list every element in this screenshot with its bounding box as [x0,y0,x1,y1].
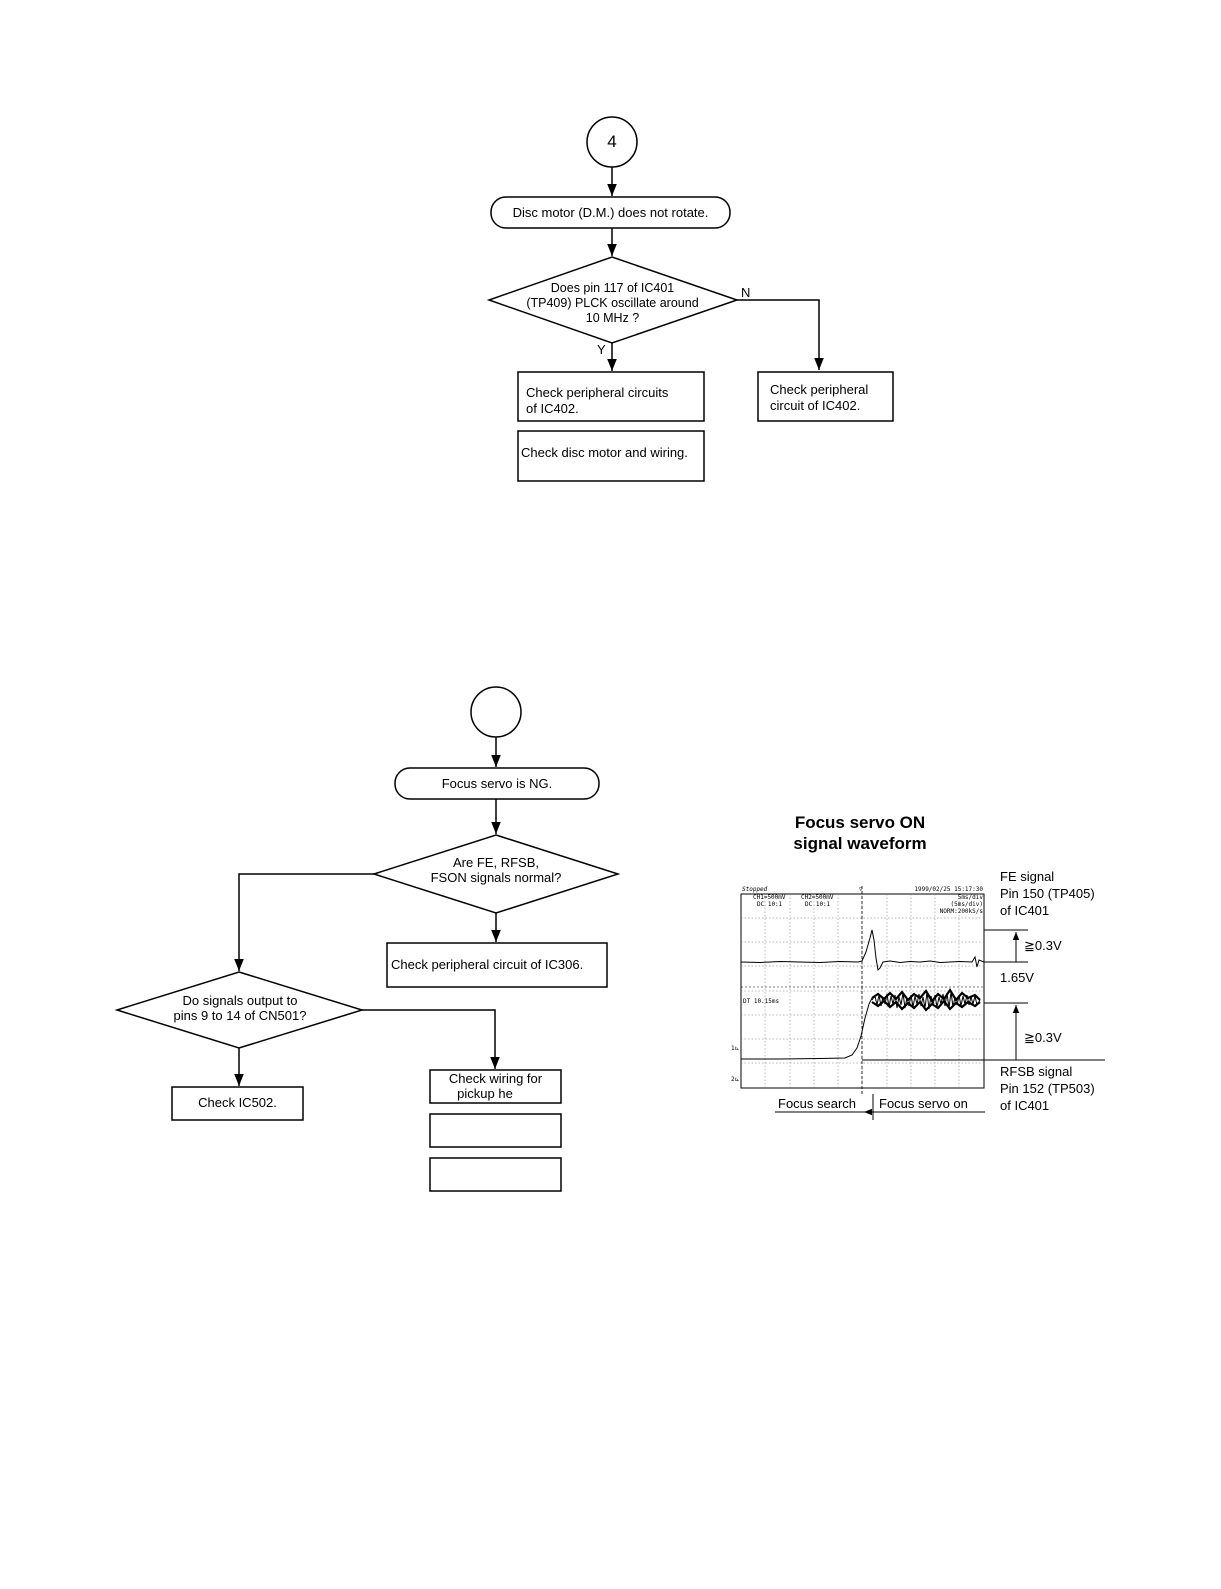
waveform-annotations [775,929,1105,1120]
fe-label-line-2: Pin 150 (TP405) [1000,886,1095,901]
top-start-terminal [490,196,731,229]
bottom-empty-box-1 [429,1113,562,1148]
scope-ch2-line1: CH2=500mV [801,894,834,901]
waveform-title-line-2: signal waveform [793,834,927,853]
bottom-connector-circle [470,686,522,738]
top-connector-label: 4 [607,132,617,151]
bottom-wiring-box-line-1: Check wiring for [448,1071,543,1086]
top-no-label: N [741,285,751,300]
scope-ch2-line2: DC 10:1 [805,901,831,908]
bottom-decision-1-left-path [234,873,374,971]
top-start-text: Disc motor (D.M.) does not rotate. [512,205,709,220]
rfsb-label-line-2: Pin 152 (TP503) [1000,1081,1095,1096]
bottom-start-terminal [394,767,600,800]
fe-label-line-3: of IC401 [1000,903,1050,918]
bottom-decision-1-line-1: Are FE, RFSB, [453,855,539,870]
top-yes-label: Y [597,342,606,357]
top-yes-box-2-text: Check disc motor and wiring. [521,445,688,460]
scope-timebase-2: (5ms/div) [950,901,983,908]
scope-trigger-marker: ▽ [859,886,863,893]
waveform-title-line-1: Focus servo ON [794,813,926,832]
phase-label-focus-servo-on: Focus servo on [879,1096,968,1111]
phase-label-focus-search: Focus search [778,1096,857,1111]
fe-trace [740,929,985,972]
fe-label-line-1: FE signal [1000,869,1055,884]
bottom-start-text: Focus servo is NG. [441,776,553,791]
scope-dt-readout: DT 10.15ms [743,998,780,1005]
rfsb-label-line-1: RFSB signal [1000,1064,1073,1079]
top-no-path [737,299,824,370]
scope-datetime: 1999/02/25 15:17:30 [914,886,983,893]
top-yes-box-1-line-2: of IC402. [526,401,579,416]
rfsb-noise-fill [871,991,981,1010]
rfsb-label-line-3: of IC401 [1000,1098,1050,1113]
top-decision-line-3: 10 MHz ? [585,311,640,325]
scope-ch1-marker: 1⊾ [731,1045,740,1052]
top-no-box-line-1: Check peripheral [770,382,869,397]
bottom-wiring-box-line-2: pickup he [457,1086,513,1101]
scope-timebase-1: 5ms/div [958,894,984,901]
rfsb-noise-upper [871,987,981,1003]
bottom-flowchart [114,686,621,1192]
rfsb-amplitude-label: ≧0.3V [1024,1030,1062,1045]
bottom-wiring-box [429,1069,562,1104]
scope-screen: ▽ 1⊾ 2⊾ Stopped 1999/02/25 15:17:30 CH1=… [731,886,985,1096]
top-no-box [757,371,894,422]
top-yes-box-1 [517,371,705,422]
bottom-decision-1-line-2: FSON signals normal? [430,870,562,885]
scope-ch2-marker: 2⊾ [731,1076,740,1083]
scope-status: Stopped [742,886,768,893]
top-decision-line-1: Does pin 117 of IC401 [550,281,675,295]
scope-timebase-3: NORM:200kS/s [940,908,984,915]
fe-amplitude-label: ≧0.3V [1024,938,1062,953]
top-flowchart [486,116,894,482]
scope-ch1-line2: DC 10:1 [757,901,783,908]
bottom-decision-2-line-2: pins 9 to 14 of CN501? [173,1008,307,1023]
bottom-right-box [386,942,608,988]
bottom-decision-2-line-1: Do signals output to [182,993,298,1008]
top-decision-line-2: (TP409) PLCK oscillate around [526,296,699,310]
bottom-decision-2-right-path [362,1009,500,1069]
bottom-empty-box-2 [429,1157,562,1192]
rfsb-noise-lower [871,999,981,1012]
mid-voltage-label: 1.65V [1000,970,1034,985]
bottom-left-box [171,1086,304,1121]
top-yes-box-1-line-1: Check peripheral circuits [526,385,669,400]
rfsb-trace [741,997,873,1060]
bottom-left-box-text: Check IC502. [198,1095,277,1110]
scope-ch1-line1: CH1=500mV [753,894,786,901]
top-no-box-line-2: circuit of IC402. [770,398,861,413]
bottom-right-box-text: Check peripheral circuit of IC306. [391,957,584,972]
top-yes-box-2 [517,430,705,482]
